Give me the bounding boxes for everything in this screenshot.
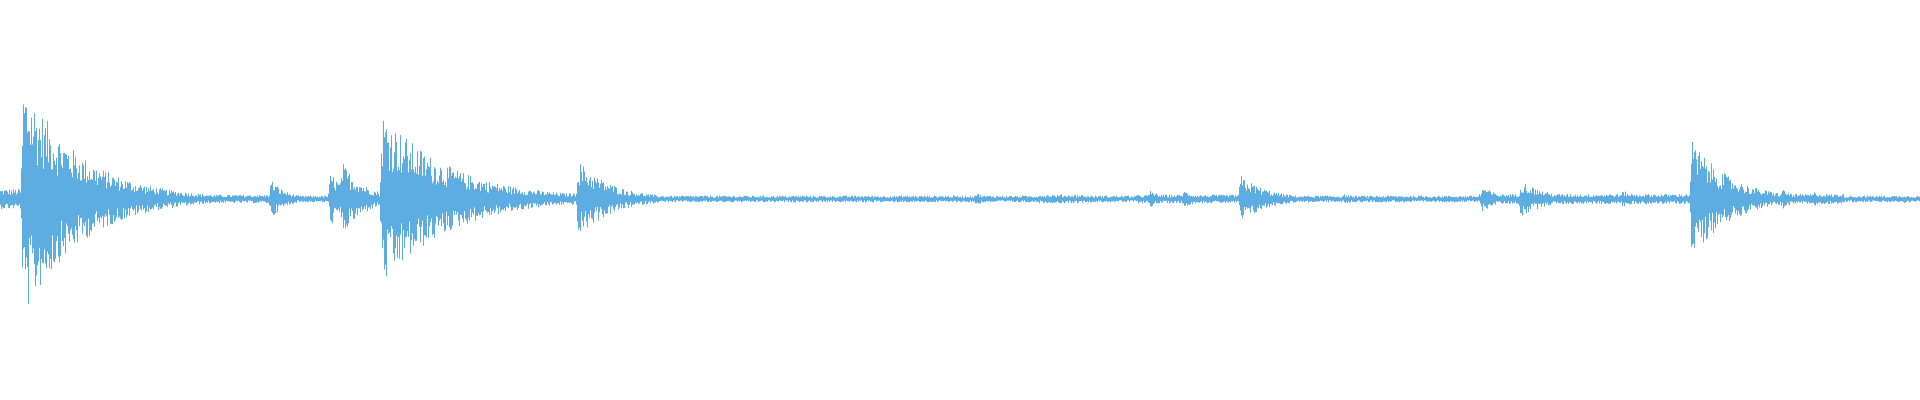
waveform-trace [0,104,1920,305]
